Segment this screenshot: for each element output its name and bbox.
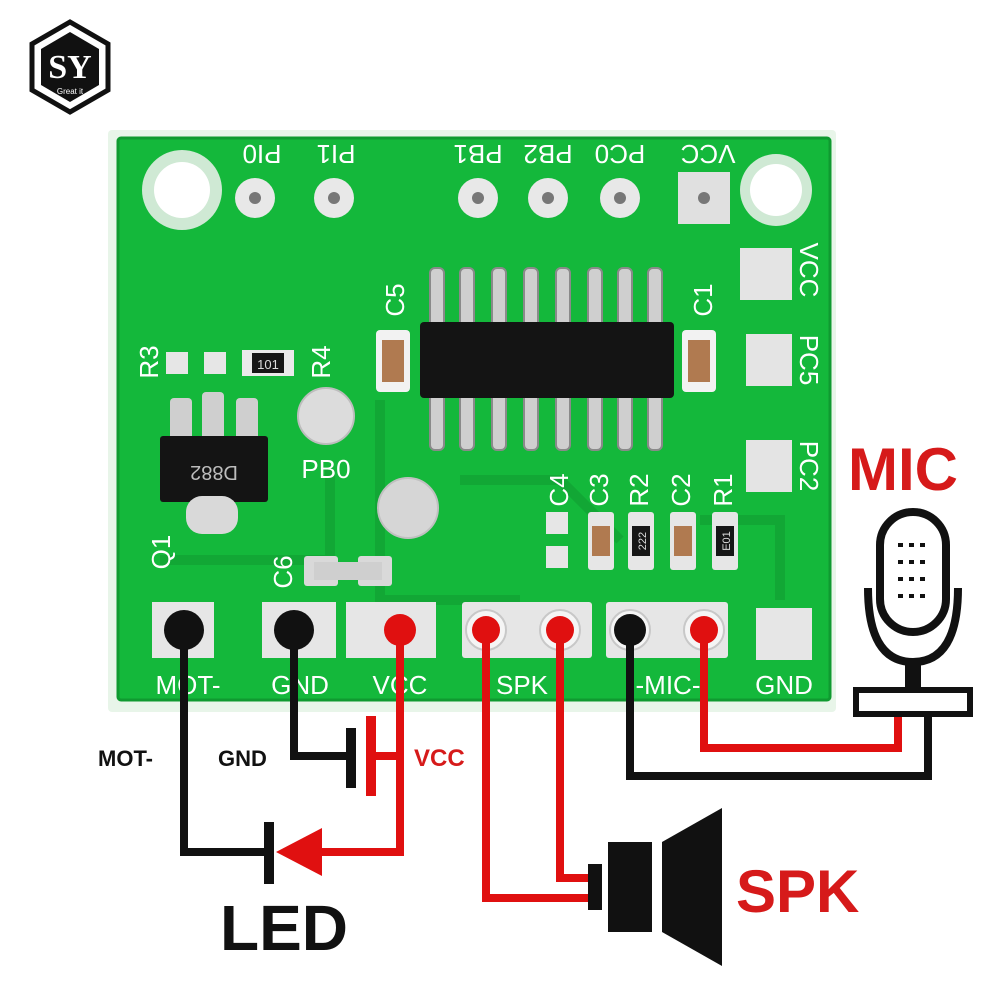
- test-pad: [377, 477, 439, 539]
- wire-mic-red: [700, 630, 902, 752]
- label-c1: C1: [688, 283, 718, 316]
- capacitor-c5: C5: [376, 283, 410, 392]
- wiring-labels: MOT- GND VCC MIC SPK LED: [98, 436, 958, 964]
- wire-vcc-led: [312, 756, 404, 856]
- label-led: LED: [220, 892, 348, 964]
- label-mic: MIC: [848, 436, 958, 503]
- top-header: [235, 172, 730, 224]
- capacitor-symbol: [346, 716, 376, 796]
- label-r2: R2: [624, 473, 654, 506]
- label-c4: C4: [544, 473, 574, 506]
- microphone-icon: [853, 508, 973, 717]
- right-pads: VCC PC5 PC2: [740, 243, 824, 492]
- label-c2: C2: [666, 473, 696, 506]
- wire-spk-2: [556, 630, 596, 882]
- capacitor-c1: C1: [682, 283, 718, 392]
- pin-label-pi0: PI0: [242, 139, 281, 169]
- resistor-r4: 101 R4: [242, 345, 336, 379]
- label-gnd: GND: [218, 746, 267, 771]
- r1-marking: E01: [721, 531, 733, 551]
- pin-label-spk: SPK: [496, 670, 549, 700]
- pin-label-pb2: PB2: [523, 139, 572, 169]
- pin-label-mic: -MIC-: [636, 670, 701, 700]
- top-pin-labels: PI0 PI1 PB1 PB2 PC0 VCC: [242, 139, 735, 169]
- component-row: 222 E01 C4 C3 R2 C2 R1: [544, 473, 738, 570]
- label-r3: R3: [134, 345, 164, 378]
- led-symbol: [264, 822, 322, 884]
- label-spk: SPK: [736, 858, 859, 925]
- brand-logo: SY Great it: [29, 19, 111, 115]
- label-pb0: PB0: [301, 454, 350, 484]
- brand-logo-text: SY: [48, 49, 91, 86]
- pin-label-vcc-top: VCC: [681, 139, 736, 169]
- wire-spk-1: [482, 630, 596, 902]
- transistor-d882: D882 Q1: [146, 392, 268, 569]
- r4-marking: 101: [257, 357, 279, 372]
- pcb-board: PI0 PI1 PB1 PB2 PC0 VCC VCC PC5 PC2: [108, 130, 836, 712]
- label-r1: R1: [708, 473, 738, 506]
- brand-tagline: Great it: [57, 87, 84, 96]
- wires: [180, 630, 932, 902]
- resistor-r3: R3: [134, 345, 226, 379]
- pin-label-gnd: GND: [271, 670, 329, 700]
- label-r4: R4: [306, 345, 336, 378]
- speaker-icon: [588, 808, 722, 966]
- label-mot: MOT-: [98, 746, 153, 771]
- pin-label-pb1: PB1: [453, 139, 502, 169]
- r2-marking: 222: [637, 532, 649, 550]
- label-c6: C6: [268, 555, 298, 588]
- wire-mic-black: [626, 630, 932, 780]
- ic-chip: [420, 267, 674, 451]
- capacitor-c6: C6: [268, 555, 392, 589]
- pad-label-vcc-right: VCC: [794, 243, 824, 298]
- pin-label-pc0: PC0: [595, 139, 646, 169]
- wire-mot: [180, 630, 268, 856]
- pb0-pad: PB0: [297, 387, 355, 484]
- wire-terminals: [164, 610, 718, 650]
- pad-label-pc2: PC2: [794, 441, 824, 492]
- label-c5: C5: [380, 283, 410, 316]
- transistor-marking: D882: [190, 461, 238, 483]
- label-vcc: VCC: [414, 745, 465, 772]
- pin-label-pi1: PI1: [316, 139, 355, 169]
- label-c3: C3: [584, 473, 614, 506]
- label-q1: Q1: [146, 535, 176, 570]
- wire-gnd: [290, 630, 350, 760]
- pad-label-pc5: PC5: [794, 335, 824, 386]
- pin-label-gnd-right: GND: [755, 670, 813, 700]
